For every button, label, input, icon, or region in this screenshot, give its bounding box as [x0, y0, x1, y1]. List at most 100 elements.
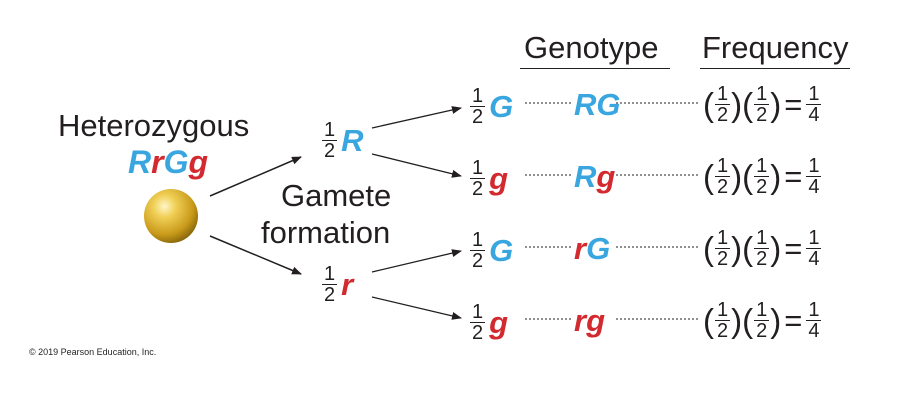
genotype-allele-2: g	[596, 159, 616, 194]
fraction-denominator: 2	[717, 248, 729, 270]
fraction-numerator: 1	[806, 155, 822, 177]
genotype-row-4: rg	[574, 303, 605, 339]
fraction-numerator: 1	[470, 157, 486, 179]
fraction-denominator: 2	[717, 104, 729, 126]
open-paren: (	[703, 85, 714, 123]
fraction-denominator: 2	[472, 322, 484, 344]
fraction-numerator: 1	[470, 85, 486, 107]
open-paren: (	[742, 301, 754, 339]
fraction-numerator: 1	[322, 263, 338, 285]
fraction-numerator: 1	[322, 119, 338, 141]
fraction-denominator: 2	[324, 140, 336, 162]
genotype-allele-1: R	[574, 87, 597, 122]
close-paren: )	[731, 229, 743, 267]
allele-letter: g	[489, 304, 509, 340]
close-paren: )	[731, 157, 743, 195]
process-label-line2: formation	[261, 215, 391, 250]
arrow-r-to-g	[371, 296, 462, 320]
open-paren: (	[703, 229, 714, 267]
arrow-cell-to-R	[209, 156, 302, 197]
genotype-allele-2: g	[586, 303, 606, 338]
parent-allele-1: R	[128, 144, 152, 180]
arrow-r-to-G	[371, 249, 462, 273]
arrow-cell-to-r	[209, 235, 302, 275]
open-paren: (	[742, 157, 754, 195]
close-paren: )	[770, 301, 782, 339]
close-paren: )	[770, 157, 782, 195]
arrow-R-to-g	[371, 153, 462, 178]
fraction-numerator: 1	[470, 301, 486, 323]
allele-letter: G	[489, 232, 514, 268]
genotype-allele-2: G	[586, 231, 611, 266]
fraction-denominator: 2	[756, 104, 768, 126]
fraction-numerator: 1	[715, 155, 731, 177]
genotype-row-1: RG	[574, 87, 621, 123]
genotype-header: Genotype	[524, 30, 659, 65]
fraction-denominator: 4	[808, 248, 820, 270]
genotype-allele-2: G	[596, 87, 621, 122]
fraction-numerator: 1	[754, 83, 770, 105]
equals-sign: =	[784, 302, 803, 338]
arrow-R-to-G	[371, 106, 462, 129]
fraction-numerator: 1	[470, 229, 486, 251]
parent-allele-4: g	[188, 144, 208, 180]
genotype-header-rule	[520, 68, 670, 69]
equals-sign: =	[784, 158, 803, 194]
equals-sign: =	[784, 230, 803, 266]
fraction-numerator: 1	[754, 299, 770, 321]
fraction-numerator: 1	[715, 83, 731, 105]
fraction-denominator: 4	[808, 104, 820, 126]
genotype-allele-1: R	[574, 159, 597, 194]
fraction-denominator: 2	[472, 106, 484, 128]
open-paren: (	[742, 85, 754, 123]
fraction-numerator: 1	[754, 155, 770, 177]
fraction-numerator: 1	[754, 227, 770, 249]
open-paren: (	[703, 157, 714, 195]
fraction-denominator: 2	[717, 176, 729, 198]
frequency-header: Frequency	[702, 30, 849, 65]
open-paren: (	[703, 301, 714, 339]
fraction-numerator: 1	[806, 83, 822, 105]
allele-letter: g	[489, 160, 509, 196]
fraction-numerator: 1	[806, 299, 822, 321]
equals-sign: =	[784, 86, 803, 122]
genotype-row-2: Rg	[574, 159, 615, 195]
fraction-denominator: 2	[472, 178, 484, 200]
parent-allele-2: r	[151, 144, 164, 180]
allele-letter: G	[489, 88, 514, 124]
close-paren: )	[770, 229, 782, 267]
fraction-denominator: 4	[808, 320, 820, 342]
genotype-row-3: rG	[574, 231, 610, 267]
fraction-denominator: 4	[808, 176, 820, 198]
frequency-header-rule	[700, 68, 850, 69]
genotype-allele-1: r	[574, 303, 587, 338]
parent-genotype: RrGg	[128, 144, 208, 180]
gold-sphere-cell-icon	[144, 189, 198, 243]
allele-letter: r	[341, 266, 354, 302]
